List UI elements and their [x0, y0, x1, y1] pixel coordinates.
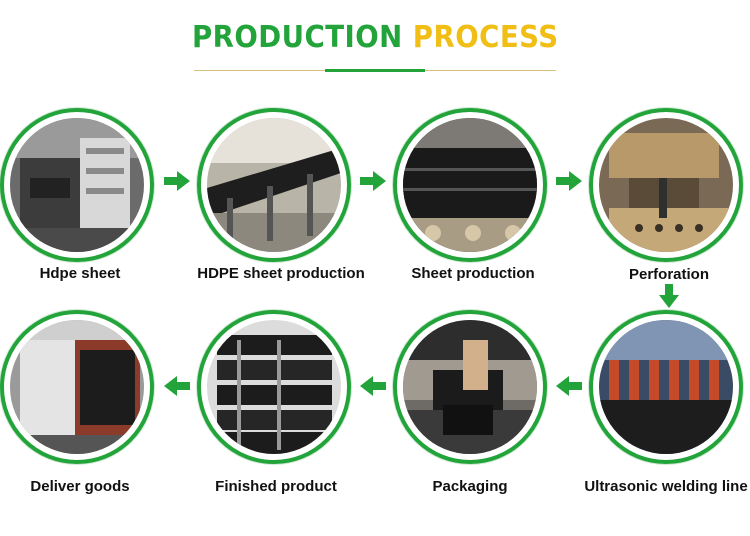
- title-word-production: PRODUCTION: [191, 20, 403, 55]
- step-4-circle: [589, 108, 743, 262]
- step-7-circle: [197, 310, 351, 464]
- step-3-photo-black-sheets: [403, 118, 537, 252]
- arrow-left-icon: [164, 376, 190, 396]
- arrow-left-icon: [360, 376, 386, 396]
- title-word-process: PROCESS: [412, 20, 559, 55]
- arrow-right-icon: [164, 171, 190, 191]
- title-block: PRODUCTION PROCESS: [0, 20, 750, 55]
- step-8-label: Deliver goods: [30, 478, 130, 495]
- step-7-photo-finished-product: [207, 320, 341, 454]
- step-3-label: Sheet production: [411, 265, 535, 282]
- arrow-right-icon: [556, 171, 582, 191]
- step-3-circle: [393, 108, 547, 262]
- step-6-circle: [393, 310, 547, 464]
- step-5-circle: [589, 310, 743, 464]
- step-1-circle: [0, 108, 154, 262]
- step-2-label: HDPE sheet production: [197, 265, 365, 282]
- step-2-photo-sheet-production-line: [207, 118, 341, 252]
- step-4-label: Perforation: [628, 266, 709, 283]
- step-7-label: Finished product: [215, 478, 337, 495]
- arrow-down-icon: [659, 284, 679, 308]
- step-5-label: Ultrasonic welding line: [584, 478, 748, 495]
- step-8-circle: [0, 310, 154, 464]
- arrow-right-icon: [360, 171, 386, 191]
- step-6-photo-packaging: [403, 320, 537, 454]
- step-4-photo-perforation-machine: [599, 118, 733, 252]
- title-underline-accent: [325, 69, 425, 72]
- page-title: PRODUCTION PROCESS: [192, 20, 559, 55]
- step-2-circle: [197, 108, 351, 262]
- step-8-photo-shipping-container: [10, 320, 144, 454]
- step-6-label: Packaging: [432, 478, 508, 495]
- step-1-photo-hdpe-sheet-machine: [10, 118, 144, 252]
- step-5-photo-ultrasonic-welding: [599, 320, 733, 454]
- arrow-left-icon: [556, 376, 582, 396]
- step-1-label: Hdpe sheet: [39, 265, 121, 282]
